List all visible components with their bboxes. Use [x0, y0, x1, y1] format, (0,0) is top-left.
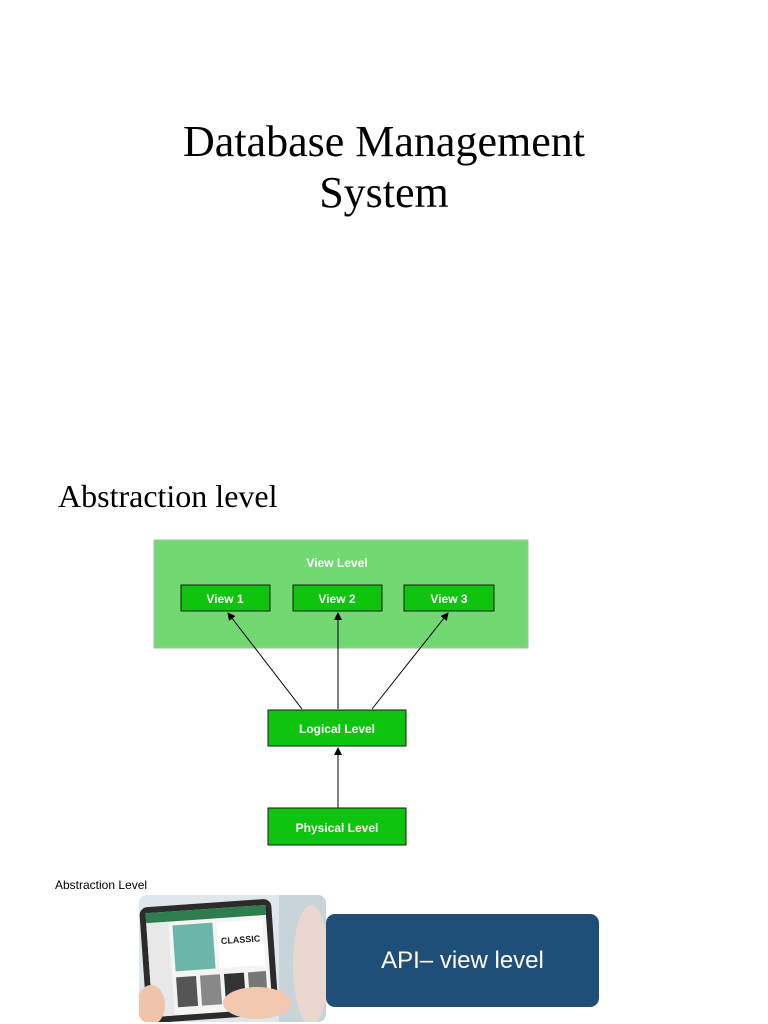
- abstraction-caption: Abstraction Level: [55, 878, 148, 892]
- view-box-label: View 3: [430, 592, 467, 606]
- tablet-photo: CLASSIC: [139, 895, 326, 1022]
- logical-level-label: Logical Level: [299, 722, 375, 736]
- physical-level-label: Physical Level: [296, 821, 379, 835]
- abstraction-diagram: View Level View 1 View 2 View 3 Logical …: [153, 539, 529, 846]
- arrow-logical-to-view-3: [371, 612, 449, 710]
- view-box-label: View 1: [206, 592, 243, 606]
- view-box-label: View 2: [318, 592, 355, 606]
- view-box-3: View 3: [403, 584, 495, 612]
- logical-level-box: Logical Level: [267, 709, 407, 747]
- slide-subtitle: Abstraction level: [58, 478, 278, 514]
- view-box-2: View 2: [292, 584, 383, 612]
- api-view-level-box: API– view level: [326, 914, 599, 1007]
- arrow-logical-to-view-1: [227, 612, 303, 710]
- physical-level-box: Physical Level: [267, 807, 407, 846]
- view-level-label: View Level: [306, 556, 367, 570]
- photo-brand-text: CLASSIC: [221, 933, 262, 946]
- view-box-1: View 1: [180, 584, 271, 612]
- api-view-level-label: API– view level: [381, 946, 544, 974]
